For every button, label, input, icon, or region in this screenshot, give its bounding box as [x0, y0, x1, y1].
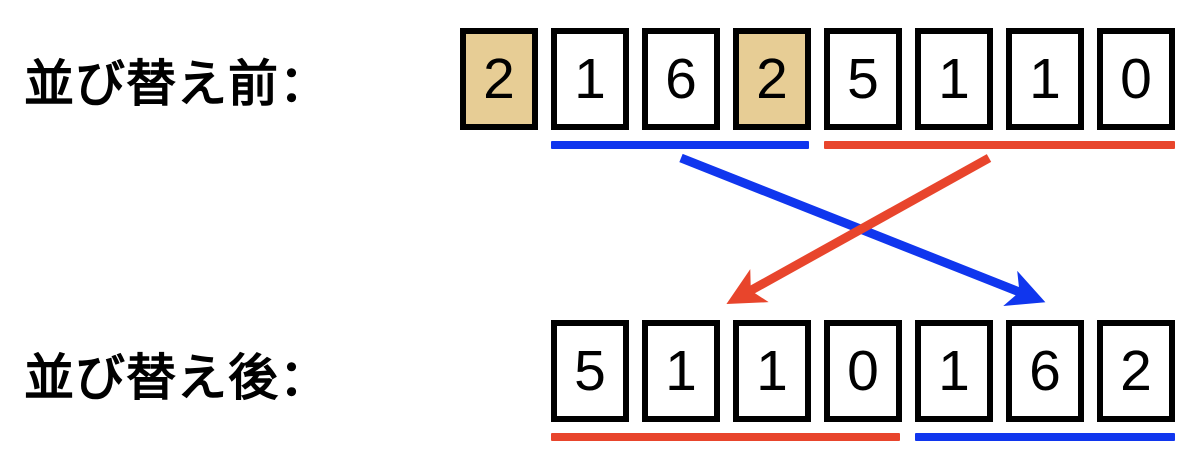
before-group-blue-underline: [551, 141, 809, 149]
after-cell-1-value: 1: [665, 338, 697, 403]
after-cell-2-value: 1: [756, 338, 788, 403]
before-cell-1: 1: [551, 28, 629, 130]
before-cell-1-value: 1: [574, 46, 606, 111]
before-cell-7-value: 0: [1120, 46, 1152, 111]
before-cell-5-value: 1: [938, 46, 970, 111]
before-cell-6-value: 1: [1029, 46, 1061, 111]
before-cell-3: 2: [733, 28, 811, 130]
after-cell-1: 1: [642, 320, 720, 422]
before-cell-0-value: 2: [483, 46, 515, 111]
after-cell-4-value: 1: [938, 338, 970, 403]
after-cell-6: 2: [1097, 320, 1175, 422]
before-cell-3-value: 2: [756, 46, 788, 111]
after-cell-3-value: 0: [847, 338, 879, 403]
after-cell-5: 6: [1006, 320, 1084, 422]
red-move-arrow: [726, 154, 992, 304]
after-group-red-underline: [551, 433, 900, 441]
after-cell-4: 1: [915, 320, 993, 422]
after-group-blue-underline: [915, 433, 1175, 441]
before-row-label: 並び替え前：: [24, 55, 330, 113]
before-cell-0: 2: [460, 28, 538, 130]
after-cell-5-value: 6: [1029, 338, 1061, 403]
before-cell-6: 1: [1006, 28, 1084, 130]
after-cell-0-value: 5: [574, 338, 606, 403]
before-cell-2: 6: [642, 28, 720, 130]
before-cell-4: 5: [824, 28, 902, 130]
before-group-red-underline: [824, 141, 1175, 149]
after-row-label: 並び替え後：: [24, 349, 330, 407]
before-cell-5: 1: [915, 28, 993, 130]
blue-move-arrow: [679, 153, 1046, 306]
before-cell-2-value: 6: [665, 46, 697, 111]
after-cell-0: 5: [551, 320, 629, 422]
after-cell-3: 0: [824, 320, 902, 422]
after-cell-6-value: 2: [1120, 338, 1152, 403]
before-cell-7: 0: [1097, 28, 1175, 130]
after-cell-2: 1: [733, 320, 811, 422]
before-cell-4-value: 5: [847, 46, 879, 111]
